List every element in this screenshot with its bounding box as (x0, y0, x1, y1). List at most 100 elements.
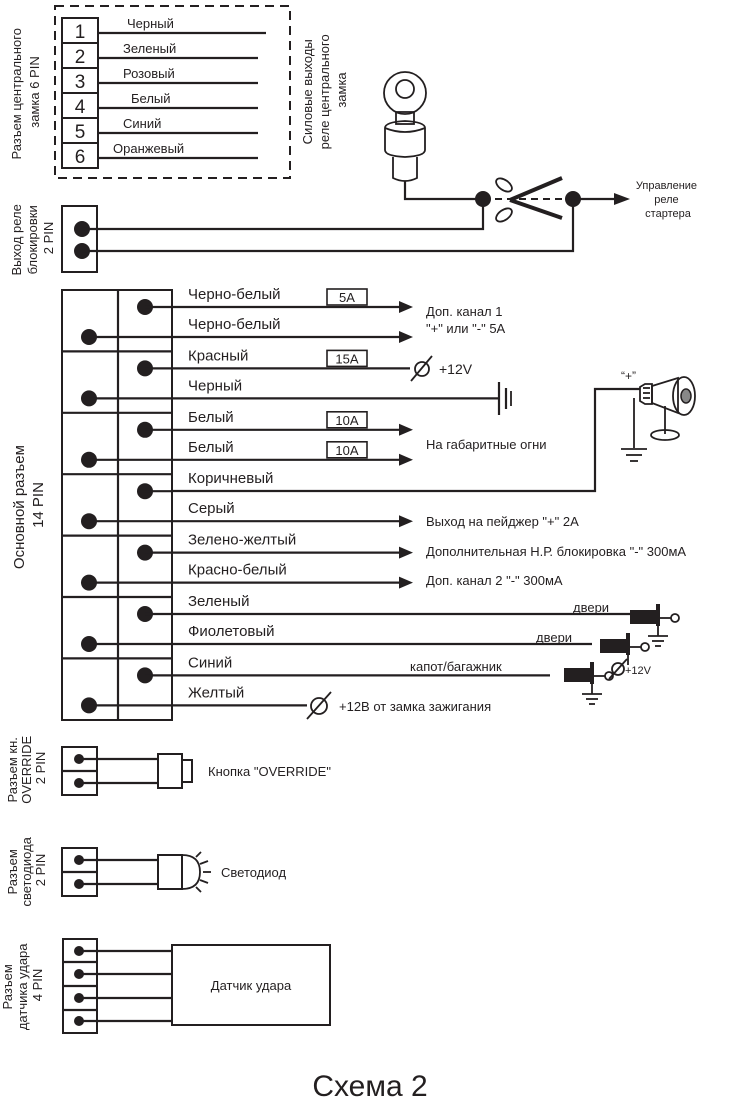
wire-color-label: Желтый (188, 684, 244, 701)
siren-icon (621, 376, 696, 462)
main-wire: Зелено-желтый (137, 532, 413, 561)
wire-color-label: Красный (188, 347, 248, 364)
main-connector-label: Основной разъем 14 PIN (11, 441, 47, 569)
fuse-rating: 10A (335, 443, 358, 458)
arrow-icon (399, 331, 413, 343)
door-switch-icon (564, 662, 614, 705)
hood-label: капот/багажник (410, 659, 502, 674)
door-switch-icon (630, 604, 680, 647)
wire-color-label: Оранжевый (113, 141, 184, 156)
pin-number: 5 (75, 122, 86, 143)
terminal-icon (410, 355, 433, 382)
wire-color-label: Красно-белый (188, 562, 287, 579)
fuse-rating: 5A (339, 290, 355, 305)
led-icon (157, 851, 211, 893)
arrow-icon (399, 301, 413, 313)
main-wire: Серый (81, 500, 413, 530)
ignition-wire (403, 181, 483, 201)
door-power-label: +12V (625, 665, 652, 677)
lights-label: На габаритные огни (426, 437, 547, 452)
wire-color-label: Черный (188, 377, 242, 394)
fuse-rating: 10A (335, 413, 358, 428)
central-lock-outputs-label: Силовые выходы реле центрального замка (300, 31, 349, 150)
main-wire: Желтый (81, 684, 307, 714)
power-label: +12V (439, 361, 473, 377)
central-lock-pin: 4 Белый (61, 91, 258, 119)
fuse-rating: 15A (335, 351, 358, 366)
override-device-label: Кнопка "OVERRIDE" (208, 764, 331, 779)
main-wire: Красный 15A (137, 347, 410, 377)
arrow-icon (399, 576, 413, 589)
wire-color-label: Синий (188, 654, 232, 671)
led-device-label: Светодиод (221, 865, 286, 880)
wire-color-label: Розовый (123, 66, 175, 81)
door-switch-icon (600, 633, 650, 665)
wire-color-label: Коричневый (188, 470, 273, 487)
wire-color-label: Черный (127, 16, 174, 31)
terminal-icon (306, 691, 332, 720)
led-connector: Светодиод Разъем светодиода 2 PIN (5, 833, 286, 906)
doors1-label: двери (573, 600, 609, 615)
dashed-boundary (54, 5, 291, 179)
arrow-icon (399, 515, 413, 528)
doors2-label: двери (536, 630, 572, 645)
central-lock-pin: 1 Черный (61, 16, 266, 44)
ignition-label: +12В от замка зажигания (339, 699, 491, 714)
ignition-key-icon (383, 71, 427, 182)
wire-color-label: Белый (131, 91, 171, 106)
override-connector: Кнопка "OVERRIDE" Разъем кн. OVERRIDE 2 … (5, 732, 331, 804)
block-relay-label: Выход реле блокировки 2 PIN (9, 201, 56, 276)
main-wire: Черно-белый (81, 316, 413, 345)
shock-device-label: Датчик удара (211, 978, 292, 993)
block-relay-connector: Выход реле блокировки 2 PIN (9, 199, 575, 276)
main-wire: Черный (81, 377, 499, 407)
main-connector: Основной разъем 14 PIN (11, 289, 173, 721)
shock-connector-label: Разъем датчика удара 4 PIN (0, 940, 45, 1030)
pin-number: 3 (75, 72, 86, 93)
main-wire: Белый 10A (81, 439, 413, 468)
shock-sensor-box (171, 944, 331, 1026)
scissors-icon (495, 176, 563, 223)
led-connector-label: Разъем светодиода 2 PIN (5, 833, 48, 906)
override-button-icon (157, 753, 183, 789)
wire-color-label: Серый (188, 500, 235, 517)
arrow-icon (399, 546, 413, 559)
central-lock-connector-label: Разъем центрального замка 6 PIN (9, 24, 42, 159)
main-wire: Черно-белый 5A (137, 286, 413, 315)
chassis-ground-icon (497, 382, 512, 415)
wire-color-label: Фиолетовый (188, 623, 275, 640)
main-wire: Коричневый (137, 470, 273, 500)
central-lock-pin: 3 Розовый (61, 66, 258, 94)
fuse-box (326, 440, 368, 459)
pin-number: 4 (75, 97, 86, 118)
wire-color-label: Черно-белый (188, 286, 280, 303)
pager-label: Выход на пейджер "+" 2А (426, 514, 579, 529)
wire-color-label: Зеленый (123, 41, 176, 56)
extra-block-label: Дополнительная Н.Р. блокировка "-" 300мА (426, 544, 686, 559)
main-wire: Фиолетовый (81, 623, 592, 652)
aux1-label-2: "+" или "-" 5А (426, 321, 506, 336)
override-connector-label: Разъем кн. OVERRIDE 2 PIN (5, 732, 48, 804)
siren-plus-label: “+” (621, 369, 636, 383)
pin-number: 1 (75, 22, 86, 43)
diagram-title: Схема 2 (312, 1070, 427, 1103)
arrow-icon (614, 193, 630, 205)
main-wire: Синий (137, 654, 550, 684)
pin-number: 2 (75, 47, 86, 68)
wire-color-label: Черно-белый (188, 316, 280, 333)
aux2-label: Доп. канал 2 "-" 300мА (426, 573, 563, 588)
main-wire: Красно-белый (81, 562, 413, 591)
arrow-icon (399, 453, 413, 466)
arrow-icon (399, 423, 413, 436)
fuse-box (326, 349, 368, 368)
wire-color-label: Белый (188, 439, 234, 456)
central-lock-pin: 5 Синий (61, 116, 258, 144)
starter-relay-label: Управление реле стартера (636, 180, 700, 220)
wire-color-label: Зелено-желтый (188, 532, 296, 549)
siren-wire (172, 387, 640, 493)
wire-color-label: Синий (123, 116, 161, 131)
fuse-box (326, 410, 368, 429)
